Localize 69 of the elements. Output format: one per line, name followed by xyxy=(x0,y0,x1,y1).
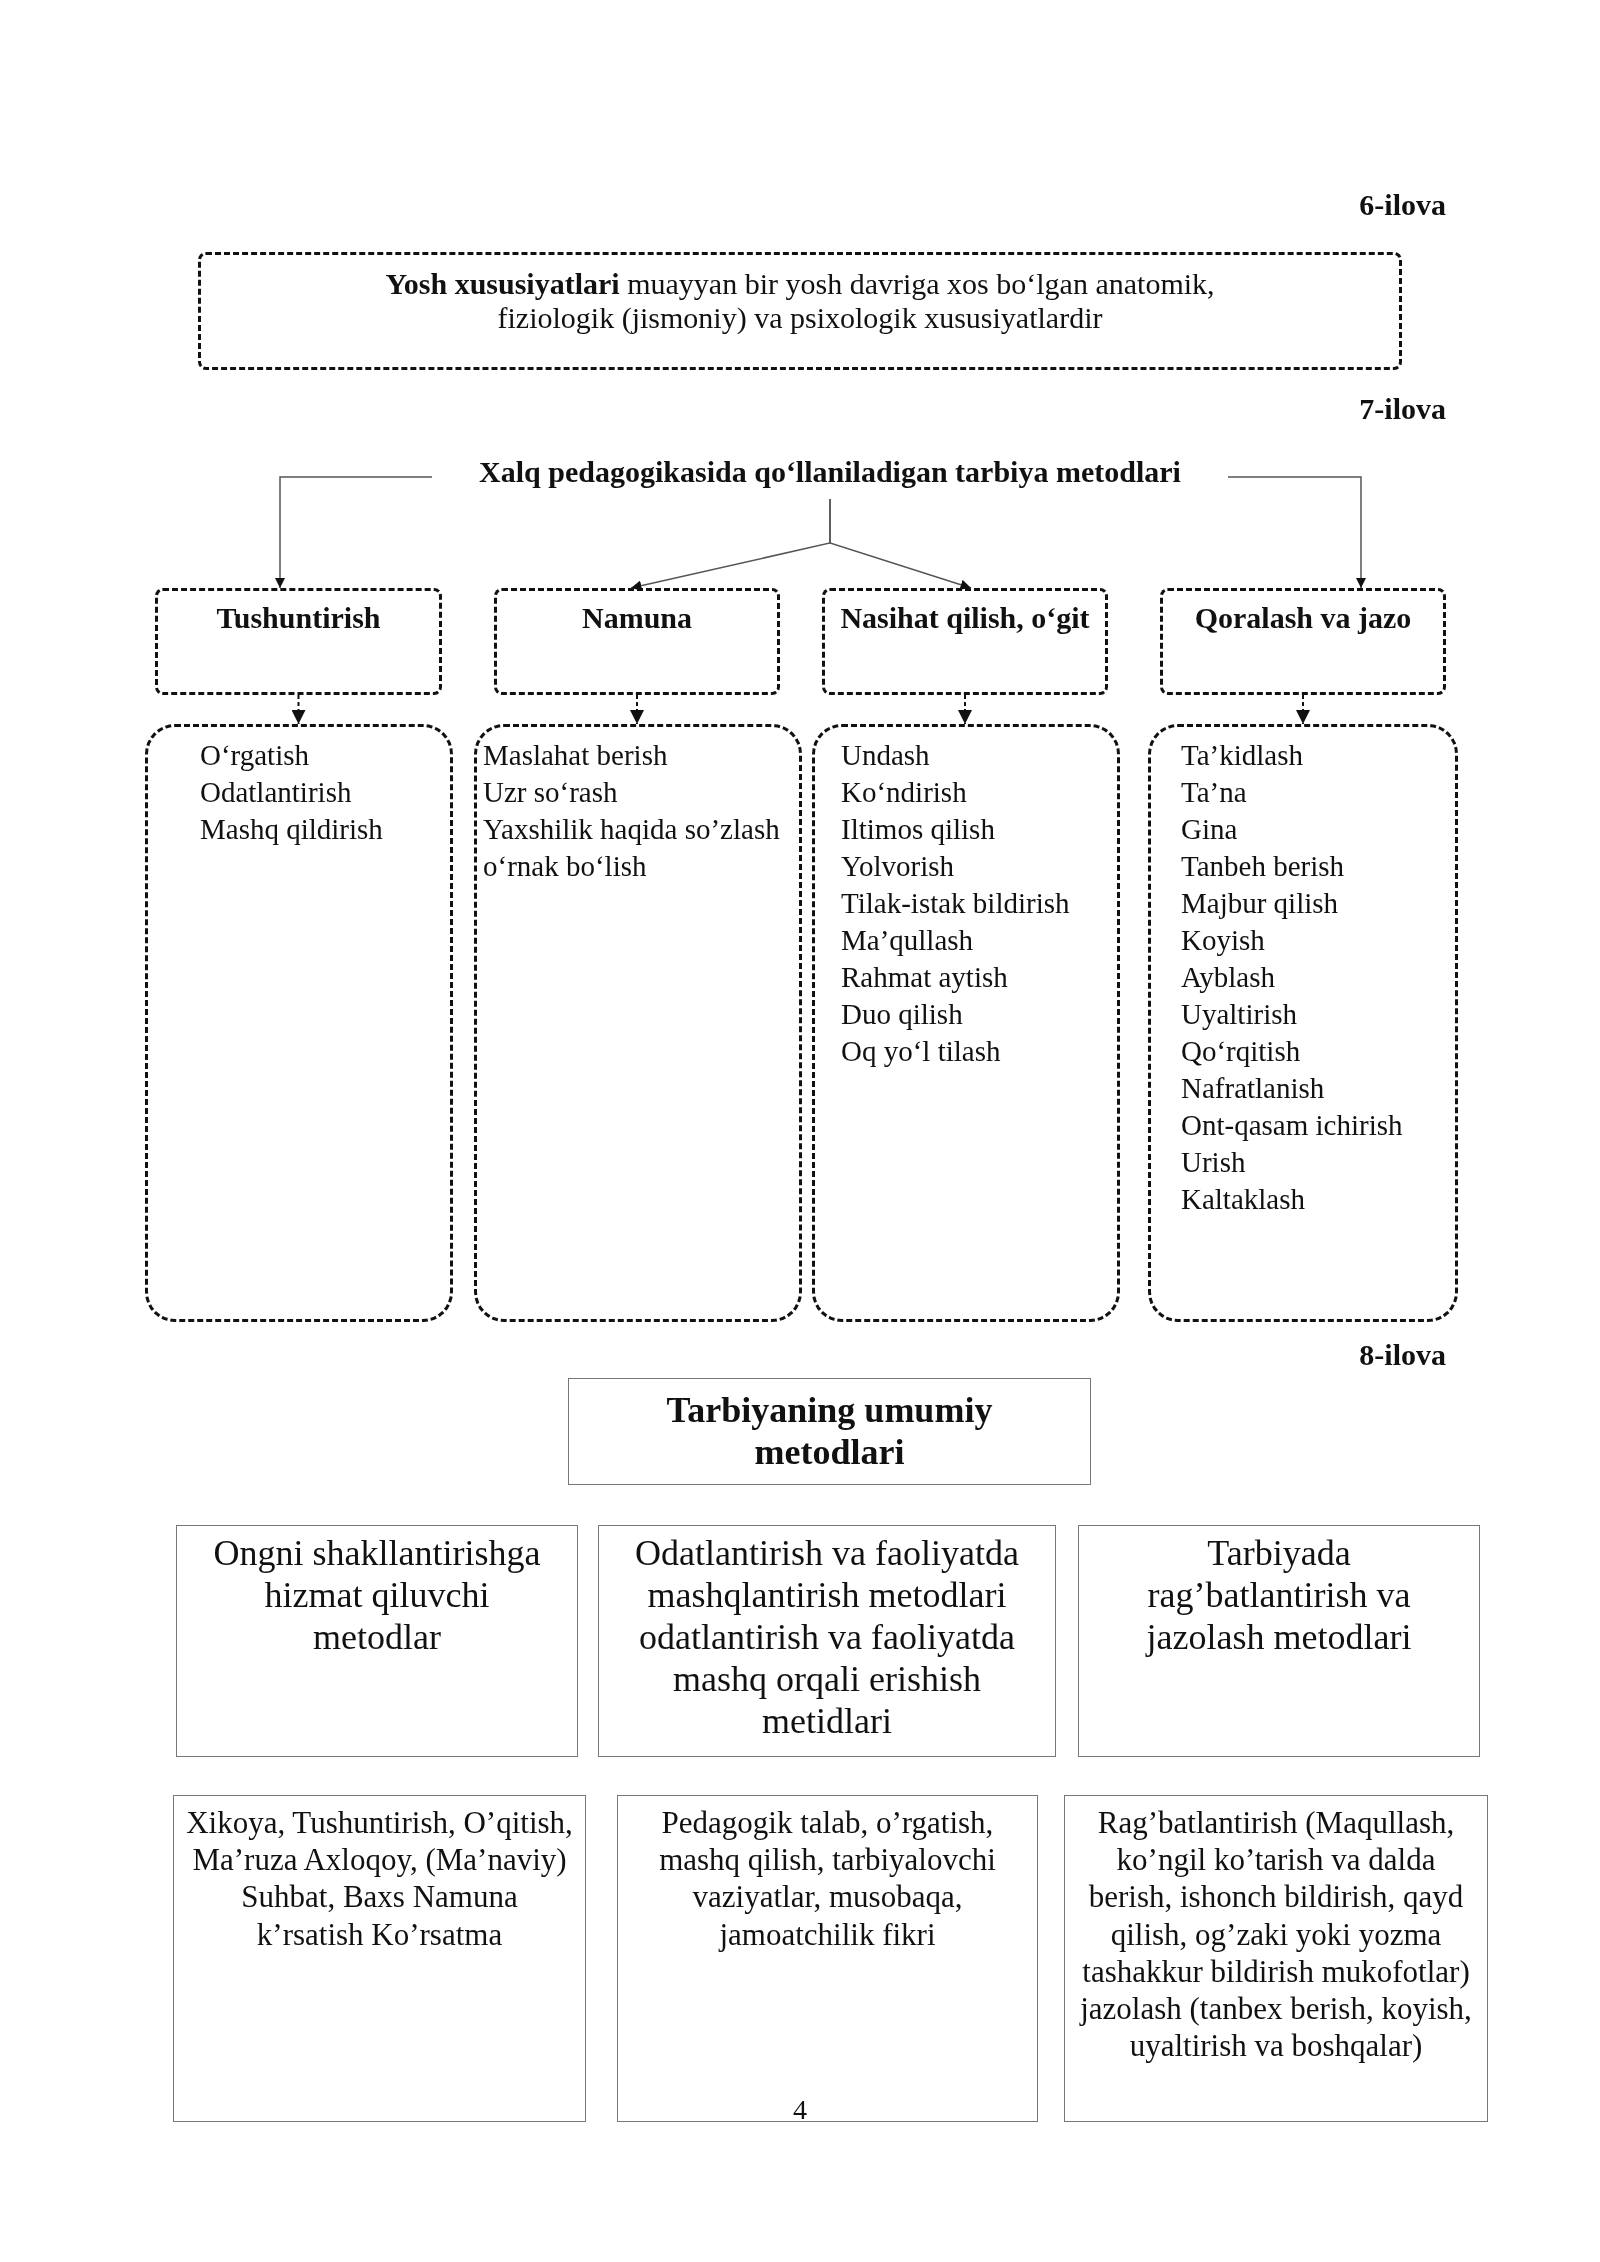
list-item: Yaxshilik haqida so’zlash xyxy=(483,812,780,847)
method-list-box xyxy=(474,724,802,1322)
method-box xyxy=(1160,588,1446,695)
method-name: Qoralash va jazo xyxy=(1193,601,1413,635)
list-item: Ayblash xyxy=(1181,960,1275,995)
list-item: O‘rgatish xyxy=(200,738,309,773)
method-name: Tushuntirish xyxy=(215,601,382,635)
content-box xyxy=(617,1795,1038,2122)
content-box xyxy=(173,1795,586,2122)
category-text: Tarbiyada rag’batlantirish va jazolash metodlari xyxy=(1144,1532,1413,1658)
category-text: Ongni shakllantirishga hizmat qiluvchi metodlar xyxy=(212,1532,542,1658)
method-list-box xyxy=(1148,724,1458,1322)
list-item: Majbur qilish xyxy=(1181,886,1339,921)
method-box xyxy=(155,588,442,695)
heading-box xyxy=(568,1378,1091,1485)
list-item: Yolvorish xyxy=(841,849,955,884)
arrow xyxy=(958,694,972,725)
list-item: Oq yo‘l tilash xyxy=(841,1034,1001,1069)
list-item: Mashq qildirish xyxy=(200,812,383,847)
method-box xyxy=(822,588,1108,695)
list-item: Qo‘rqitish xyxy=(1181,1034,1301,1069)
arrow xyxy=(829,498,972,590)
content-text: Pedagogik talab, o’rgatish, mashq qilish, tarbiyalovchi vaziyatlar, musobaqa, jamoatchilik fikri xyxy=(658,1804,997,1953)
list-item: Gina xyxy=(1181,812,1238,847)
page-number: 4 xyxy=(792,2094,808,2126)
category-text: Odatlantirish va faoliyatda mashqlantirish metodlari odatlantirish va faoliyatda mashq orqali erishish metidlari xyxy=(634,1532,1020,1742)
list-item: Duo qilish xyxy=(841,997,963,1032)
list-item: o‘rnak bo‘lish xyxy=(483,849,647,884)
list-item: Undash xyxy=(841,738,930,773)
list-item: Odatlantirish xyxy=(200,775,352,810)
heading-text: Xalq pedagogikasida qo‘llaniladigan tarbiya metodlari xyxy=(478,455,1182,489)
content-text: Rag’batlantirish (Maqullash, ko’ngil ko’tarish va dalda berish, ishonch bildirish, qayd qilish, og’zaki yoki yozma tashakkur bildirish mukofotlar) jazolash (tanbex berish, koyish, uyaltirish va boshqalar) xyxy=(1078,1804,1473,2065)
appendix-label: 7-ilova xyxy=(1358,392,1446,426)
list-item: Uyaltirish xyxy=(1181,997,1297,1032)
category-box xyxy=(1078,1525,1480,1757)
arrow xyxy=(274,476,433,589)
method-list-box xyxy=(812,724,1120,1322)
method-box xyxy=(494,588,780,695)
category-box xyxy=(176,1525,578,1757)
list-item: Ko‘ndirish xyxy=(841,775,967,810)
method-name: Namuna xyxy=(581,601,693,635)
arrow xyxy=(630,694,644,725)
list-item: Uzr so‘rash xyxy=(483,775,618,810)
list-item: Tanbeh berish xyxy=(1181,849,1345,884)
arrow xyxy=(291,694,306,725)
list-item: Tilak-istak bildirish xyxy=(841,886,1070,921)
list-item: Nafratlanish xyxy=(1181,1071,1325,1106)
method-list-box xyxy=(145,724,453,1322)
method-name: Nasihat qilish, o‘git xyxy=(839,601,1091,635)
list-item: Rahmat aytish xyxy=(841,960,1008,995)
list-item: Ont-qasam ichirish xyxy=(1181,1108,1403,1143)
content-text: Xikoya, Tushuntirish, O’qitish, Ma’ruza Axloqoy, (Ma’naviy) Suhbat, Baxs Namuna k’rsatish Ko’rsatma xyxy=(186,1804,573,1953)
list-item: Urish xyxy=(1181,1145,1246,1180)
category-box xyxy=(598,1525,1056,1757)
definition-text: Yosh xususiyatlari muayyan bir yosh davriga xos bo‘lgan anatomik, fiziologik (jismoniy) va psixologik xususiyatlardir xyxy=(384,267,1216,335)
list-item: Ta’na xyxy=(1181,775,1247,810)
content-box xyxy=(1064,1795,1488,2122)
appendix-label: 6-ilova xyxy=(1358,188,1446,222)
definition-box xyxy=(198,252,1402,370)
list-item: Ta’kidlash xyxy=(1181,738,1303,773)
list-item: Maslahat berish xyxy=(483,738,668,773)
list-item: Kaltaklash xyxy=(1181,1182,1305,1217)
heading-text: Tarbiyaning umumiy metodlari xyxy=(665,1389,994,1473)
list-item: Koyish xyxy=(1181,923,1265,958)
list-item: Iltimos qilish xyxy=(841,812,995,847)
list-item: Ma’qullash xyxy=(841,923,974,958)
appendix-label: 8-ilova xyxy=(1358,1338,1446,1372)
arrow xyxy=(1296,694,1310,725)
arrow xyxy=(1227,476,1367,589)
